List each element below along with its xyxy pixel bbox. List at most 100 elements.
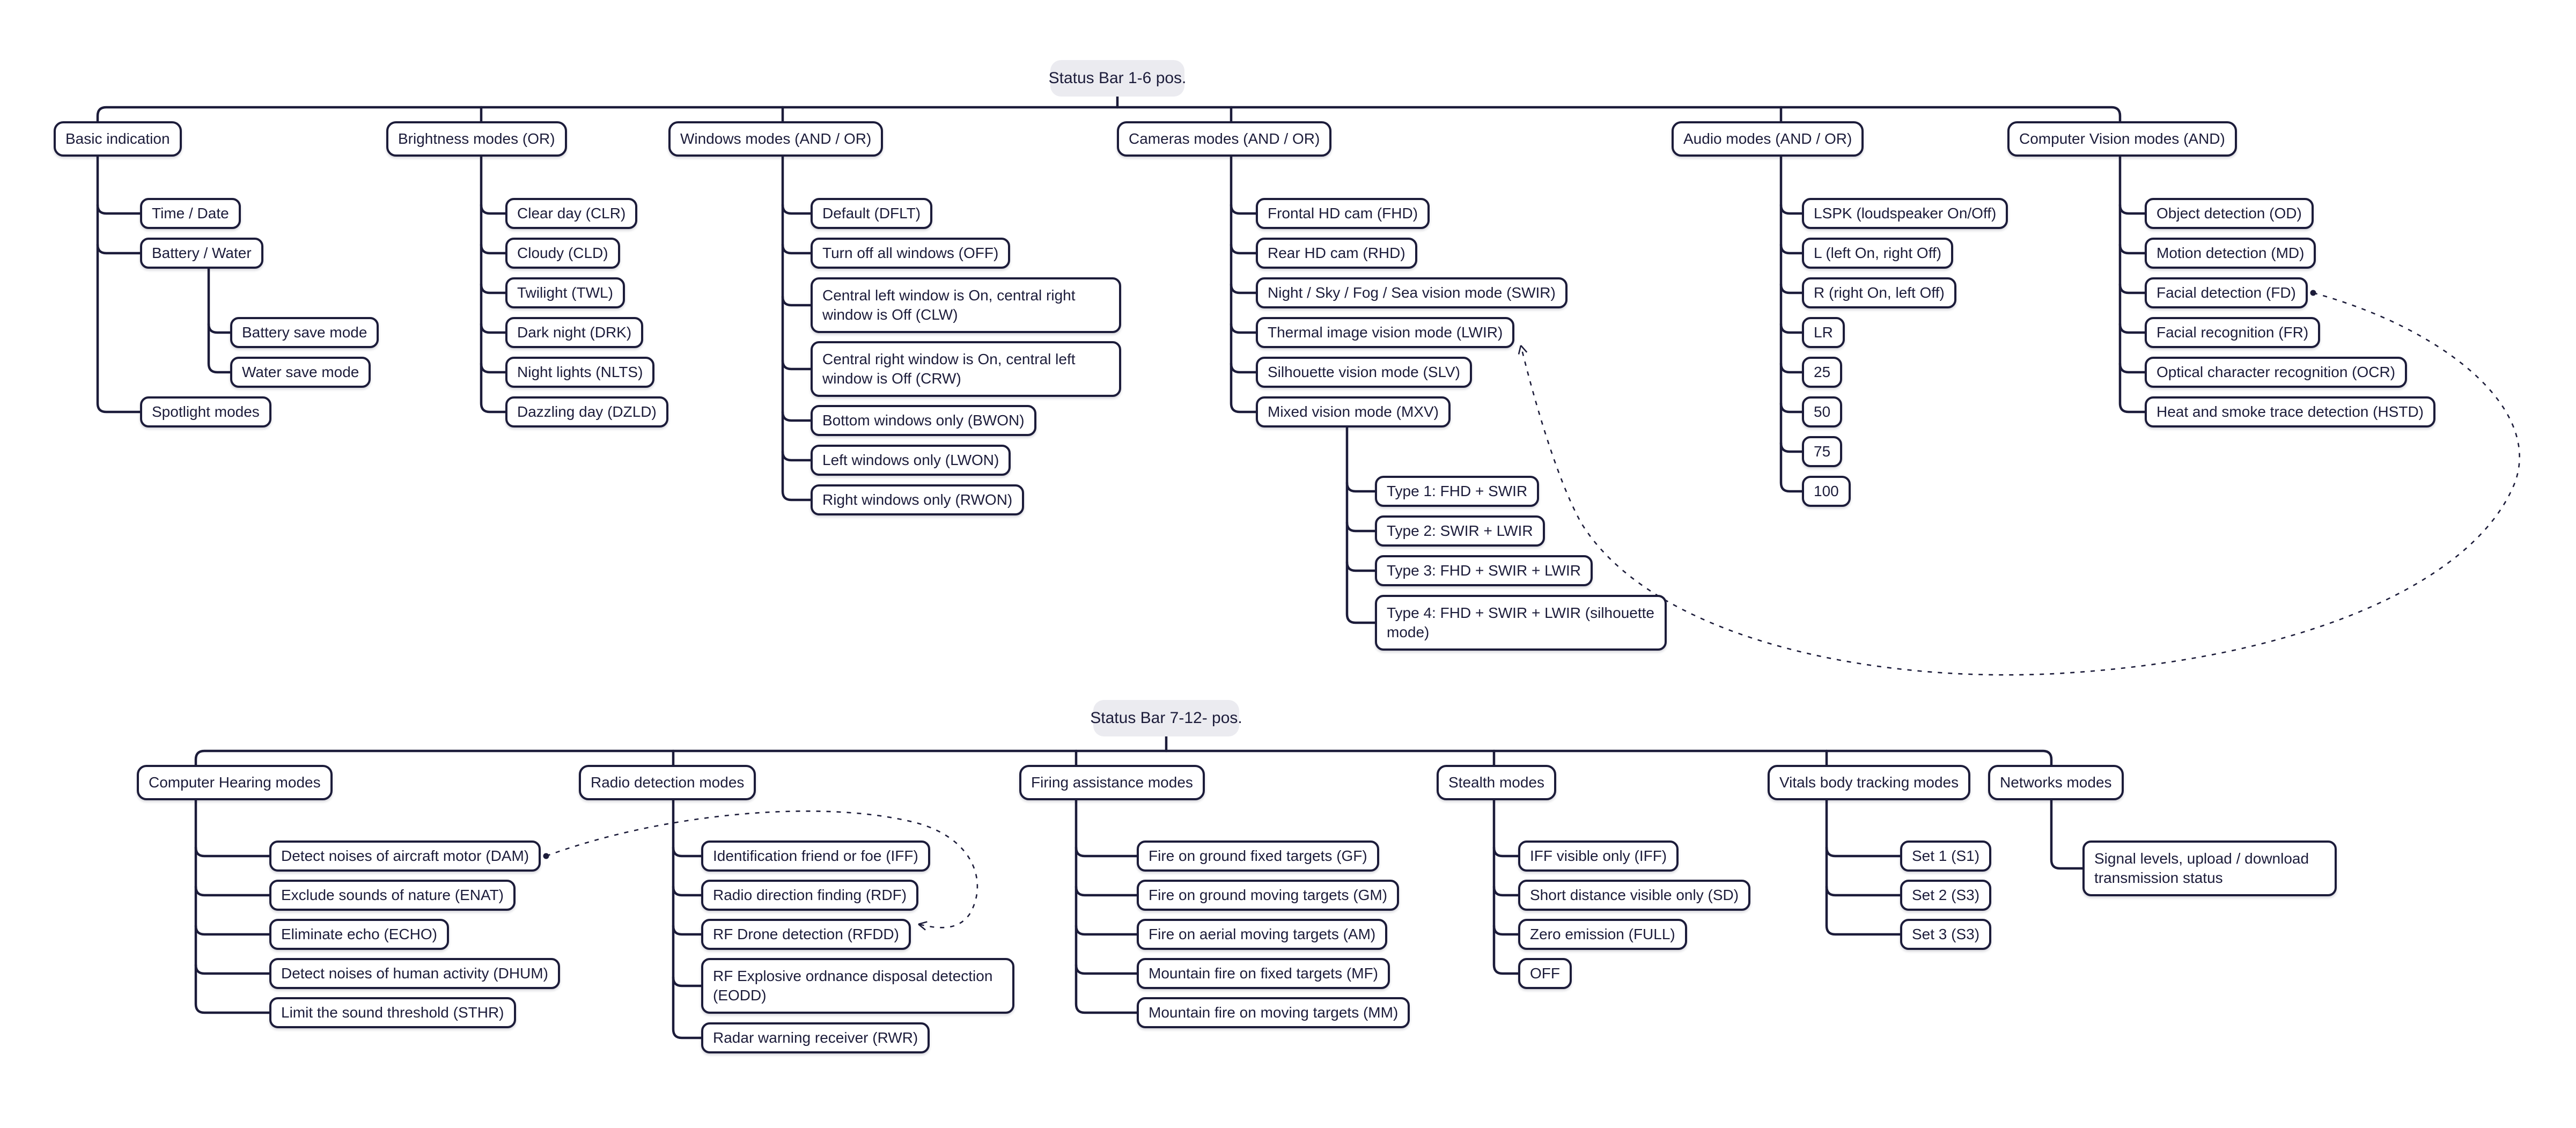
branch-elbow [1074,963,1138,975]
node-set-1-s1[interactable]: Set 1 (S1) [1900,841,1992,872]
node-mixed-vision-mode-mxv[interactable]: Mixed vision mode (MXV) [1256,396,1451,427]
branch-elbow [672,885,703,897]
node-silhouette-vision-mode-slv[interactable]: Silhouette vision mode (SLV) [1256,357,1472,388]
node-25[interactable]: 25 [1802,357,1843,388]
node-detect-noises-of-aircraft-motor-dam[interactable]: Detect noises of aircraft motor (DAM) [269,841,541,872]
branch-elbow [480,322,507,334]
node-radio-direction-finding-rdf[interactable]: Radio direction finding (RDF) [701,880,919,911]
branch-elbow [96,203,142,215]
node-type-1-fhd-swir[interactable]: Type 1: FHD + SWIR [1375,476,1540,507]
node-thermal-image-vision-mode-lwir[interactable]: Thermal image vision mode (LWIR) [1256,317,1515,348]
node-dark-night-drk[interactable]: Dark night (DRK) [505,317,644,348]
branch-elbow [194,885,271,897]
node-rf-explosive-ordnance-disposal-detection-eodd[interactable]: RF Explosive ordnance disposal detection… [701,958,1014,1014]
node-right-windows-only-rwon[interactable]: Right windows only (RWON) [811,484,1025,515]
node-bottom-windows-only-bwon[interactable]: Bottom windows only (BWON) [811,405,1036,436]
node-rear-hd-cam-rhd[interactable]: Rear HD cam (RHD) [1256,238,1417,269]
node-optical-character-recognition-ocr[interactable]: Optical character recognition (OCR) [2145,357,2408,388]
branch-elbow [1230,283,1257,294]
node-lspk-loudspeaker-on-off[interactable]: LSPK (loudspeaker On/Off) [1802,198,2008,229]
node-brightness-modes-or[interactable]: Brightness modes (OR) [386,121,567,157]
node-spotlight-modes[interactable]: Spotlight modes [140,396,271,427]
node-dazzling-day-dzld[interactable]: Dazzling day (DZLD) [505,396,668,427]
node-rf-drone-detection-rfdd[interactable]: RF Drone detection (RFDD) [701,919,911,950]
branch-elbow [1345,521,1377,533]
node-basic-indication[interactable]: Basic indication [54,121,182,157]
node-computer-hearing-modes[interactable]: Computer Hearing modes [137,765,333,800]
node-radio-detection-modes[interactable]: Radio detection modes [579,765,756,800]
node-lr[interactable]: LR [1802,317,1845,348]
branch-elbow [2118,283,2146,294]
branch-elbow [194,963,271,975]
branch-trunk [1345,426,1377,624]
cross-link-fd-lwir [1520,292,2521,676]
root-status-bar-7-12-pos[interactable]: Status Bar 7-12- pos. [1090,700,1242,736]
node-facial-detection-fd[interactable]: Facial detection (FD) [2145,277,2308,308]
node-time-date[interactable]: Time / Date [140,198,241,229]
node-l-left-on-right-off[interactable]: L (left On, right Off) [1802,238,1954,269]
branch-trunk [1230,155,1257,414]
node-frontal-hd-cam-fhd[interactable]: Frontal HD cam (FHD) [1256,198,1430,229]
node-fire-on-ground-moving-targets-gm[interactable]: Fire on ground moving targets (GM) [1137,880,1400,911]
node-left-windows-only-lwon[interactable]: Left windows only (LWON) [811,445,1011,476]
node-battery-save-mode[interactable]: Battery save mode [230,317,379,348]
node-mountain-fire-on-fixed-targets-mf[interactable]: Mountain fire on fixed targets (MF) [1137,958,1390,989]
node-twilight-twl[interactable]: Twilight (TWL) [505,277,625,308]
node-vitals-body-tracking-modes[interactable]: Vitals body tracking modes [1768,765,1971,800]
node-cameras-modes-and-or[interactable]: Cameras modes (AND / OR) [1117,121,1332,157]
branch-trunk [2050,799,2084,870]
node-night-lights-nlts[interactable]: Night lights (NLTS) [505,357,655,388]
node-water-save-mode[interactable]: Water save mode [230,357,371,388]
node-r-right-on-left-off[interactable]: R (right On, left Off) [1802,277,1956,308]
node-identification-friend-or-foe-iff[interactable]: Identification friend or foe (IFF) [701,841,930,872]
node-signal-levels-upload-download-transmission-status[interactable]: Signal levels, upload / download transmi… [2082,841,2337,896]
branch-trunk [96,155,142,414]
node-facial-recognition-fr[interactable]: Facial recognition (FR) [2145,317,2321,348]
node-iff-visible-only-iff[interactable]: IFF visible only (IFF) [1518,841,1679,872]
node-eliminate-echo-echo[interactable]: Eliminate echo (ECHO) [269,919,449,950]
node-object-detection-od[interactable]: Object detection (OD) [2145,198,2314,229]
cross-link-dam-rfdd [546,810,978,928]
node-50[interactable]: 50 [1802,396,1843,427]
node-night-sky-fog-sea-vision-mode-swir[interactable]: Night / Sky / Fog / Sea vision mode (SWI… [1256,277,1567,308]
node-100[interactable]: 100 [1802,476,1851,507]
node-type-2-swir-lwir[interactable]: Type 2: SWIR + LWIR [1375,515,1545,547]
node-central-left-window-is-on-central-right-window-is-off-clw[interactable]: Central left window is On, central right… [811,277,1121,333]
branch-trunk [1825,799,1902,936]
node-set-3-s3[interactable]: Set 3 (S3) [1900,919,1992,950]
branch-trunk [1074,799,1138,1014]
branch-elbow [1779,322,1804,334]
node-computer-vision-modes-and[interactable]: Computer Vision modes (AND) [2007,121,2237,157]
node-turn-off-all-windows-off[interactable]: Turn off all windows (OFF) [811,238,1011,269]
node-motion-detection-md[interactable]: Motion detection (MD) [2145,238,2316,269]
node-mountain-fire-on-moving-targets-mm[interactable]: Mountain fire on moving targets (MM) [1137,997,1410,1028]
node-zero-emission-full[interactable]: Zero emission (FULL) [1518,919,1687,950]
node-radar-warning-receiver-rwr[interactable]: Radar warning receiver (RWR) [701,1022,930,1053]
node-fire-on-aerial-moving-targets-am[interactable]: Fire on aerial moving targets (AM) [1137,919,1388,950]
node-75[interactable]: 75 [1802,436,1843,467]
node-exclude-sounds-of-nature-enat[interactable]: Exclude sounds of nature (ENAT) [269,880,516,911]
node-set-2-s3[interactable]: Set 2 (S3) [1900,880,1992,911]
node-short-distance-visible-only-sd[interactable]: Short distance visible only (SD) [1518,880,1751,911]
node-networks-modes[interactable]: Networks modes [1988,765,2124,800]
node-stealth-modes[interactable]: Stealth modes [1437,765,1556,800]
root-status-bar-1-6-pos[interactable]: Status Bar 1-6 pos. [1049,60,1186,97]
cross-link-arrowhead [1520,345,1528,353]
node-off[interactable]: OFF [1518,958,1572,989]
node-windows-modes-and-or[interactable]: Windows modes (AND / OR) [668,121,884,157]
node-firing-assistance-modes[interactable]: Firing assistance modes [1019,765,1205,800]
node-default-dflt[interactable]: Default (DFLT) [811,198,933,229]
node-type-4-fhd-swir-lwir-silhouette-mode[interactable]: Type 4: FHD + SWIR + LWIR (silhouette mo… [1375,595,1667,651]
node-fire-on-ground-fixed-targets-gf[interactable]: Fire on ground fixed targets (GF) [1137,841,1379,872]
node-detect-noises-of-human-activity-dhum[interactable]: Detect noises of human activity (DHUM) [269,958,560,989]
node-audio-modes-and-or[interactable]: Audio modes (AND / OR) [1672,121,1864,157]
node-limit-the-sound-threshold-sthr[interactable]: Limit the sound threshold (STHR) [269,997,516,1028]
node-type-3-fhd-swir-lwir[interactable]: Type 3: FHD + SWIR + LWIR [1375,555,1593,586]
node-battery-water[interactable]: Battery / Water [140,238,263,269]
node-heat-and-smoke-trace-detection-hstd[interactable]: Heat and smoke trace detection (HSTD) [2145,396,2435,427]
branch-trunk [672,799,703,1039]
node-clear-day-clr[interactable]: Clear day (CLR) [505,198,638,229]
node-central-right-window-is-on-central-left-window-is-off-crw[interactable]: Central right window is On, central left… [811,341,1121,397]
node-cloudy-cld[interactable]: Cloudy (CLD) [505,238,620,269]
